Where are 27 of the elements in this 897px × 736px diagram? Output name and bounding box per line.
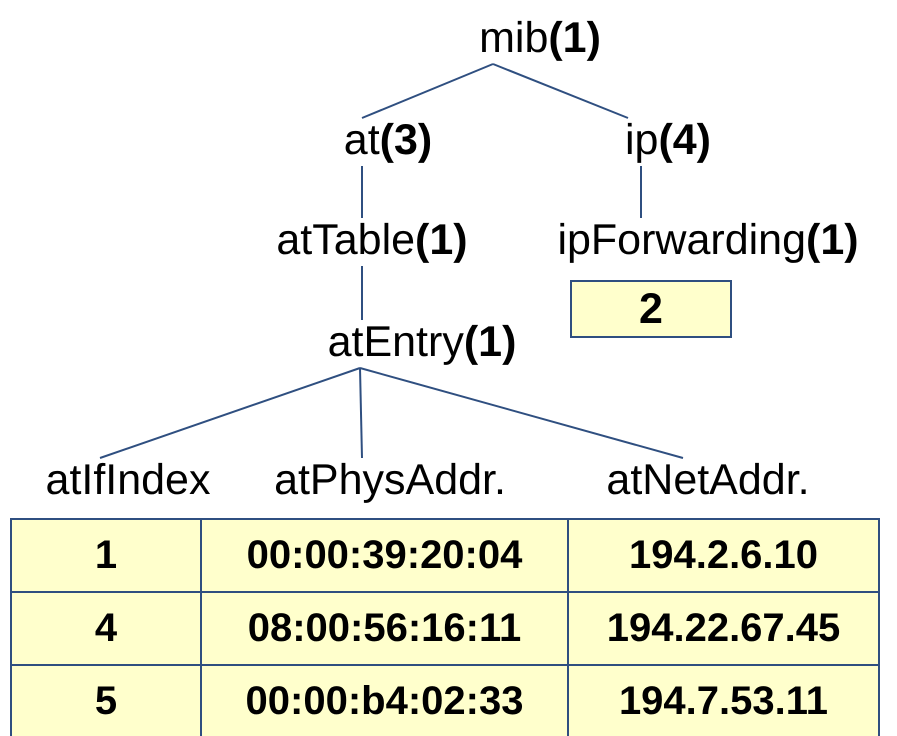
tree-line [359, 368, 363, 458]
tree-node-label: atNetAddr. [606, 456, 810, 504]
tree-node-label: mib(1) [479, 14, 601, 62]
value-box: 2 [570, 280, 732, 338]
tree-line [362, 63, 494, 119]
table-cell: 00:00:b4:02:33 [200, 664, 569, 736]
table-cell: 194.22.67.45 [567, 591, 880, 666]
tree-node-label: ip(4) [624, 116, 712, 164]
tree-node-label: atEntry(1) [328, 318, 516, 366]
tree-line [360, 367, 684, 459]
table-cell: 194.2.6.10 [567, 518, 880, 593]
tree-node-label: atPhysAddr. [274, 456, 506, 504]
table-cell: 194.7.53.11 [567, 664, 880, 736]
tree-line [361, 166, 363, 218]
tree-node-label: ipForwarding(1) [557, 216, 859, 264]
tree-node-label: atIfIndex [46, 456, 210, 504]
table-cell: 5 [10, 664, 202, 736]
tree-line [492, 63, 628, 119]
tree-node-label: at(3) [344, 116, 432, 164]
tree-node-label: atTable(1) [276, 216, 468, 264]
table-cell: 1 [10, 518, 202, 593]
table-cell: 08:00:56:16:11 [200, 591, 569, 666]
tree-line [640, 166, 642, 218]
table-cell: 4 [10, 591, 202, 666]
tree-line [100, 367, 360, 459]
table-cell: 00:00:39:20:04 [200, 518, 569, 593]
tree-line [361, 266, 363, 320]
